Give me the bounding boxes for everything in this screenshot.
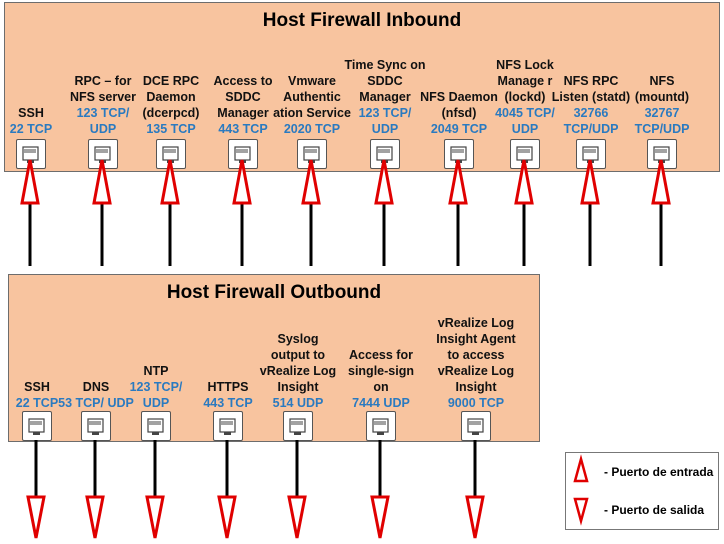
inbound-port-name: NFS (mountd) (634, 74, 690, 104)
inbound-title: Host Firewall Inbound (262, 10, 462, 31)
inbound-port-number: 32766 TCP/UDP (563, 106, 619, 136)
inbound-port-number: 4045 TCP/ UDP (495, 106, 555, 136)
inbound-port-name: Vmware Authentic ation Service (273, 74, 351, 120)
outbound-port-label: DNS 53 TCP/ UDP (55, 379, 137, 411)
inbound-port-number: 32767 TCP/UDP (634, 106, 690, 136)
inbound-port-name: Time Sync on SDDC Manager (344, 58, 426, 104)
inbound-port-name: RPC – for NFS server (69, 74, 136, 104)
inbound-port-label: NFS (mountd)32767 TCP/UDP (621, 73, 703, 137)
legend-inbound-label: - Puerto de entrada (604, 465, 714, 479)
down-arrow-icon (145, 495, 165, 539)
inbound-port-number: 22 TCP (9, 122, 53, 136)
ethernet-port-icon (141, 411, 171, 441)
up-arrow-icon (160, 159, 180, 205)
outbound-title: Host Firewall Outbound (166, 282, 382, 303)
down-arrow-icon (287, 495, 307, 539)
inbound-port-number: 123 TCP/ UDP (358, 106, 412, 136)
outbound-port-label: NTP 123 TCP/ UDP (115, 363, 197, 411)
up-arrow-icon (20, 159, 40, 205)
up-arrow-icon (514, 159, 534, 205)
inbound-port-name: NFS Lock Manage r (lockd) (496, 58, 554, 104)
down-arrow-icon (370, 495, 390, 539)
inbound-port-label: NFS Daemon (nfsd) 2049 TCP (418, 89, 500, 137)
outbound-port-name: NTP (143, 364, 169, 378)
outbound-port-label: vRealize Log Insight Agent to access vRe… (435, 315, 517, 411)
inbound-port-number: 443 TCP (218, 122, 268, 136)
down-arrow-icon (26, 495, 46, 539)
inbound-port-number: 123 TCP/ UDP (76, 106, 130, 136)
legend: - Puerto de entrada - Puerto de salida (565, 452, 719, 530)
down-arrow-icon (85, 495, 105, 539)
inbound-port-name: NFS Daemon (nfsd) (420, 90, 498, 120)
outbound-port-name: DNS (82, 380, 110, 394)
inbound-port-name: SSH (18, 106, 44, 120)
outbound-port-label: Syslog output to vRealize Log Insight 514… (257, 331, 339, 411)
up-arrow-icon (232, 159, 252, 205)
inbound-port-number: 2020 TCP (283, 122, 341, 136)
inbound-port-name: DCE RPC Daemon (dcerpcd) (142, 74, 200, 120)
up-arrow-icon (92, 159, 112, 205)
outbound-port-name: Access for single-sign on (348, 348, 414, 394)
outbound-port-name: Syslog output to vRealize Log Insight (259, 332, 337, 394)
inbound-port-name: Access to SDDC Manager (213, 74, 273, 120)
up-arrow-icon (651, 159, 671, 205)
outbound-port-name: SSH (24, 380, 50, 394)
inbound-port-label: DCE RPC Daemon (dcerpcd) 135 TCP (130, 73, 212, 137)
outbound-port-label: SSH 22 TCP (0, 379, 78, 411)
legend-outbound-label: - Puerto de salida (604, 503, 705, 517)
outbound-port-number: 514 UDP (272, 396, 324, 410)
down-arrow-icon (217, 495, 237, 539)
outbound-port-number: 443 TCP (203, 396, 253, 410)
outbound-port-number: 9000 TCP (447, 396, 505, 410)
up-arrow-icon (580, 159, 600, 205)
ethernet-port-icon (22, 411, 52, 441)
ethernet-port-icon (81, 411, 111, 441)
inbound-port-label: SSH 22 TCP (0, 105, 72, 137)
outbound-panel: Host Firewall Outbound SSH 22 TCP DNS 53 TC… (8, 274, 540, 442)
legend-icons (573, 454, 589, 526)
outbound-port-number: 53 TCP/ UDP (58, 396, 134, 410)
outbound-port-name: vRealize Log Insight Agent to access vRe… (436, 316, 516, 394)
outbound-port-number: 22 TCP (15, 396, 59, 410)
up-arrow-icon (374, 159, 394, 205)
legend-down-arrow-icon (573, 497, 589, 526)
up-arrow-icon (448, 159, 468, 205)
up-arrow-icon (301, 159, 321, 205)
inbound-port-label: Vmware Authentic ation Service 2020 TCP (271, 73, 353, 137)
outbound-port-number: 123 TCP/ UDP (129, 380, 183, 410)
legend-up-arrow-icon (573, 454, 589, 483)
outbound-port-label: Access for single-sign on 7444 UDP (340, 347, 422, 411)
outbound-port-number: 7444 UDP (352, 396, 410, 410)
outbound-port-label: HTTPS 443 TCP (187, 379, 269, 411)
inbound-port-name: NFS RPC Listen (statd) (551, 74, 631, 104)
outbound-port-name: HTTPS (207, 380, 249, 394)
down-arrow-icon (465, 495, 485, 539)
ethernet-port-icon (213, 411, 243, 441)
inbound-port-label: NFS Lock Manage r (lockd)4045 TCP/ UDP (484, 57, 566, 137)
inbound-port-number: 135 TCP (146, 122, 196, 136)
inbound-port-label: Access to SDDC Manager 443 TCP (202, 73, 284, 137)
inbound-port-number: 2049 TCP (430, 122, 488, 136)
inbound-port-label: NFS RPC Listen (statd)32766 TCP/UDP (550, 73, 632, 137)
ethernet-port-icon (88, 139, 118, 169)
